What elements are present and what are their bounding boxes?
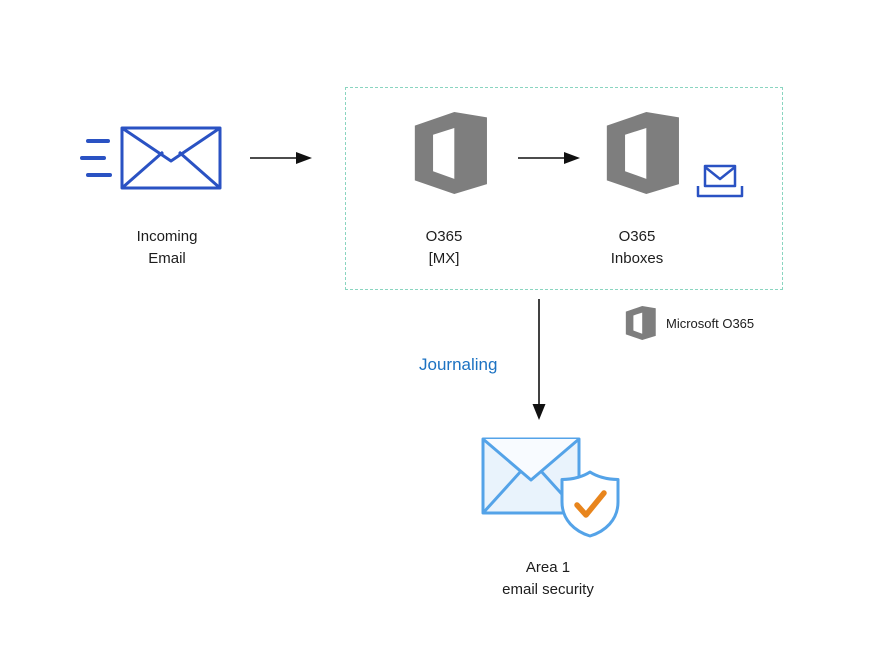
microsoft-o365-label: Microsoft O365 <box>666 316 755 331</box>
area1-label: Area 1 email security <box>477 557 619 601</box>
arrow-down-icon <box>532 299 546 420</box>
speed-lines-icon <box>80 139 112 177</box>
inbox-envelope-icon <box>696 164 744 198</box>
o365-boundary-box <box>345 87 783 290</box>
incoming-email-label-line1: Incoming <box>136 228 198 245</box>
incoming-email-label: Incoming Email <box>97 226 237 270</box>
arrow-right-icon <box>250 152 312 164</box>
office-logo-icon <box>414 112 487 194</box>
o365-mx-label-line1: O365 <box>425 228 463 245</box>
o365-inboxes-label-line1: O365 <box>618 228 656 245</box>
area1-label-line2: email security <box>502 581 594 598</box>
o365-mx-label-line2: [MX] <box>428 250 460 267</box>
area1-label-line1: Area 1 <box>525 559 571 576</box>
incoming-email-envelope-icon <box>120 126 222 190</box>
office-logo-icon <box>606 112 679 194</box>
o365-inboxes-label: O365 Inboxes <box>577 226 697 270</box>
arrow-right-icon <box>518 152 580 164</box>
o365-mx-label: O365 [MX] <box>384 226 504 270</box>
shield-check-icon <box>560 470 620 538</box>
office-logo-small-icon <box>625 306 656 340</box>
incoming-email-label-line2: Email <box>148 250 186 267</box>
o365-inboxes-label-line2: Inboxes <box>610 250 664 267</box>
journaling-label: Journaling <box>419 355 498 374</box>
